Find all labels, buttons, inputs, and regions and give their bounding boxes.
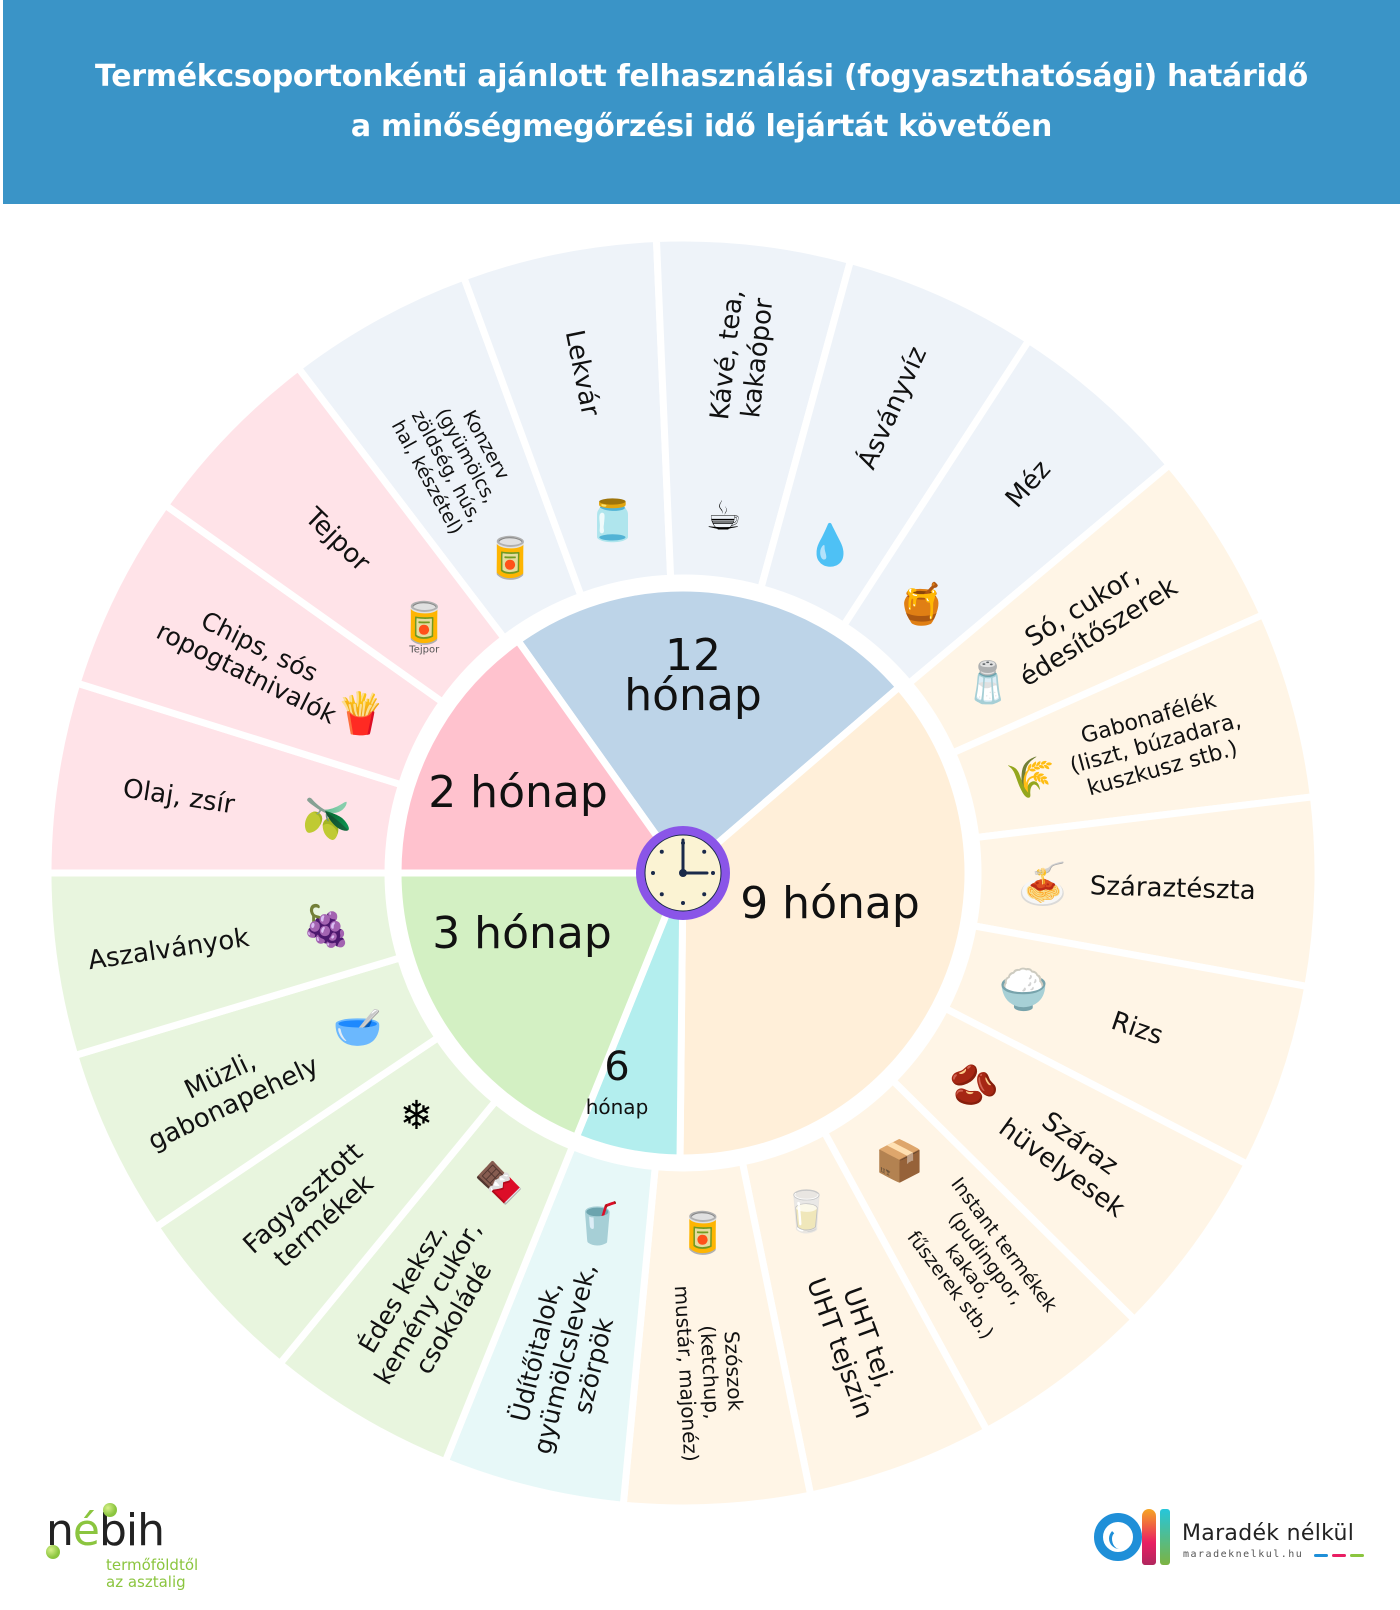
title-line-2: a minőségmegőrzési idő lejártát követően [350,109,1053,144]
milk-carton-icon: 🥛 [782,1188,832,1235]
svg-text:🌾: 🌾 [1005,755,1055,801]
title-line-1: Termékcsoportonkénti ajánlott felhasznál… [95,59,1308,94]
sector-3-months [394,869,689,1142]
svg-text:🍫: 🍫 [474,1160,524,1207]
nebih-wordmark: nébih [46,1505,165,1556]
nebih-logo: nébih termőföldtől az asztalig [46,1503,246,1595]
svg-text:🍚: 🍚 [999,966,1049,1013]
svg-text:☕: ☕ [706,493,742,539]
svg-text:💧: 💧 [805,522,855,569]
sector-9-months [676,682,972,1162]
svg-text:🥤: 🥤 [573,1200,623,1247]
frozen-food-icon: ❄ [400,1093,434,1139]
svg-text:🧂: 🧂 [963,658,1013,706]
sweets-icon: 🍫 [474,1160,524,1207]
svg-text:🥫: 🥫 [399,600,449,647]
sector-12-months [513,584,905,879]
svg-text:❄: ❄ [400,1093,434,1139]
color-dash [1350,1554,1364,1557]
oil-lard-icon: 🫒 [302,795,352,843]
maradek-nelkul-logo: Maradék nélkül maradeknelkul.hu [1092,1505,1382,1585]
clock-icon [636,826,730,920]
svg-text:🥛: 🥛 [782,1188,832,1235]
svg-text:🫙: 🫙 [588,497,638,544]
svg-text:🫒: 🫒 [302,795,352,843]
coffee-sack-icon: ☕ [706,493,742,539]
inner-sectors [394,584,972,1162]
jam-jar-icon: 🫙 [588,497,638,544]
instant-package-icon: 📦 [874,1138,924,1185]
maradek-title: Maradék nélkül [1182,1521,1355,1546]
svg-text:Tejpor: Tejpor [408,645,440,656]
color-dash [1314,1554,1328,1557]
rice-bag-icon: 🍚 [999,966,1049,1013]
svg-text:🫘: 🫘 [949,1061,999,1109]
svg-text:🥣: 🥣 [333,1005,383,1051]
spoon-icon [1142,1509,1156,1565]
sector-2-months [394,635,690,877]
duration-label-9: 9 hónap [740,878,920,929]
soft-drinks-icon: 🥤 [573,1200,623,1247]
svg-text:🍯: 🍯 [897,580,947,627]
nebih-dot-icon [46,1545,60,1559]
segment-milk-powder-can [160,362,510,707]
nebih-tagline: termőföldtől az asztalig [106,1556,199,1591]
svg-text:🥫: 🥫 [485,534,535,581]
duration-label-3: 3 hónap [432,908,612,959]
chips-bag-icon: 🍟 [336,690,386,737]
svg-text:🍝: 🍝 [1018,861,1068,908]
salt-sack-icon: 🧂 [963,658,1013,706]
maradek-url: maradeknelkul.hu [1183,1549,1304,1560]
segment-label: Száraztészta [1089,871,1256,906]
nebih-dot-icon [103,1503,117,1517]
sauce-bottles-icon: 🥫 [678,1209,728,1256]
milk-powder-can-icon: 🥫Tejpor [399,600,449,656]
svg-text:🍟: 🍟 [336,690,386,737]
cereal-box-icon: 🥣 [333,1005,383,1051]
duration-label-2: 2 hónap [428,767,608,818]
svg-text:📦: 📦 [874,1138,924,1185]
color-dashes [1314,1554,1364,1557]
dried-fruit-icon: 🍇 [302,902,352,949]
pasta-icon: 🍝 [1018,861,1068,908]
color-dash [1332,1554,1346,1557]
plate-icon [1094,1513,1142,1561]
segment-icons: 🥫🫙☕💧🍯🧂🌾🍝🍚🫘📦🥛🥫🥤🍫❄🥣🍇🫒🍟🥫Tejpor [302,493,1068,1256]
canned-food-icon: 🥫 [485,534,535,581]
header-banner: Termékcsoportonkénti ajánlott felhasznál… [3,0,1400,204]
fork-icon [1160,1509,1170,1565]
dry-beans-icon: 🫘 [949,1061,999,1109]
flour-bag-icon: 🌾 [1005,755,1055,801]
svg-text:🍇: 🍇 [302,902,352,949]
svg-text:🥫: 🥫 [678,1209,728,1256]
honey-jar-icon: 🍯 [897,580,947,627]
water-bottle-icon: 💧 [805,522,855,569]
